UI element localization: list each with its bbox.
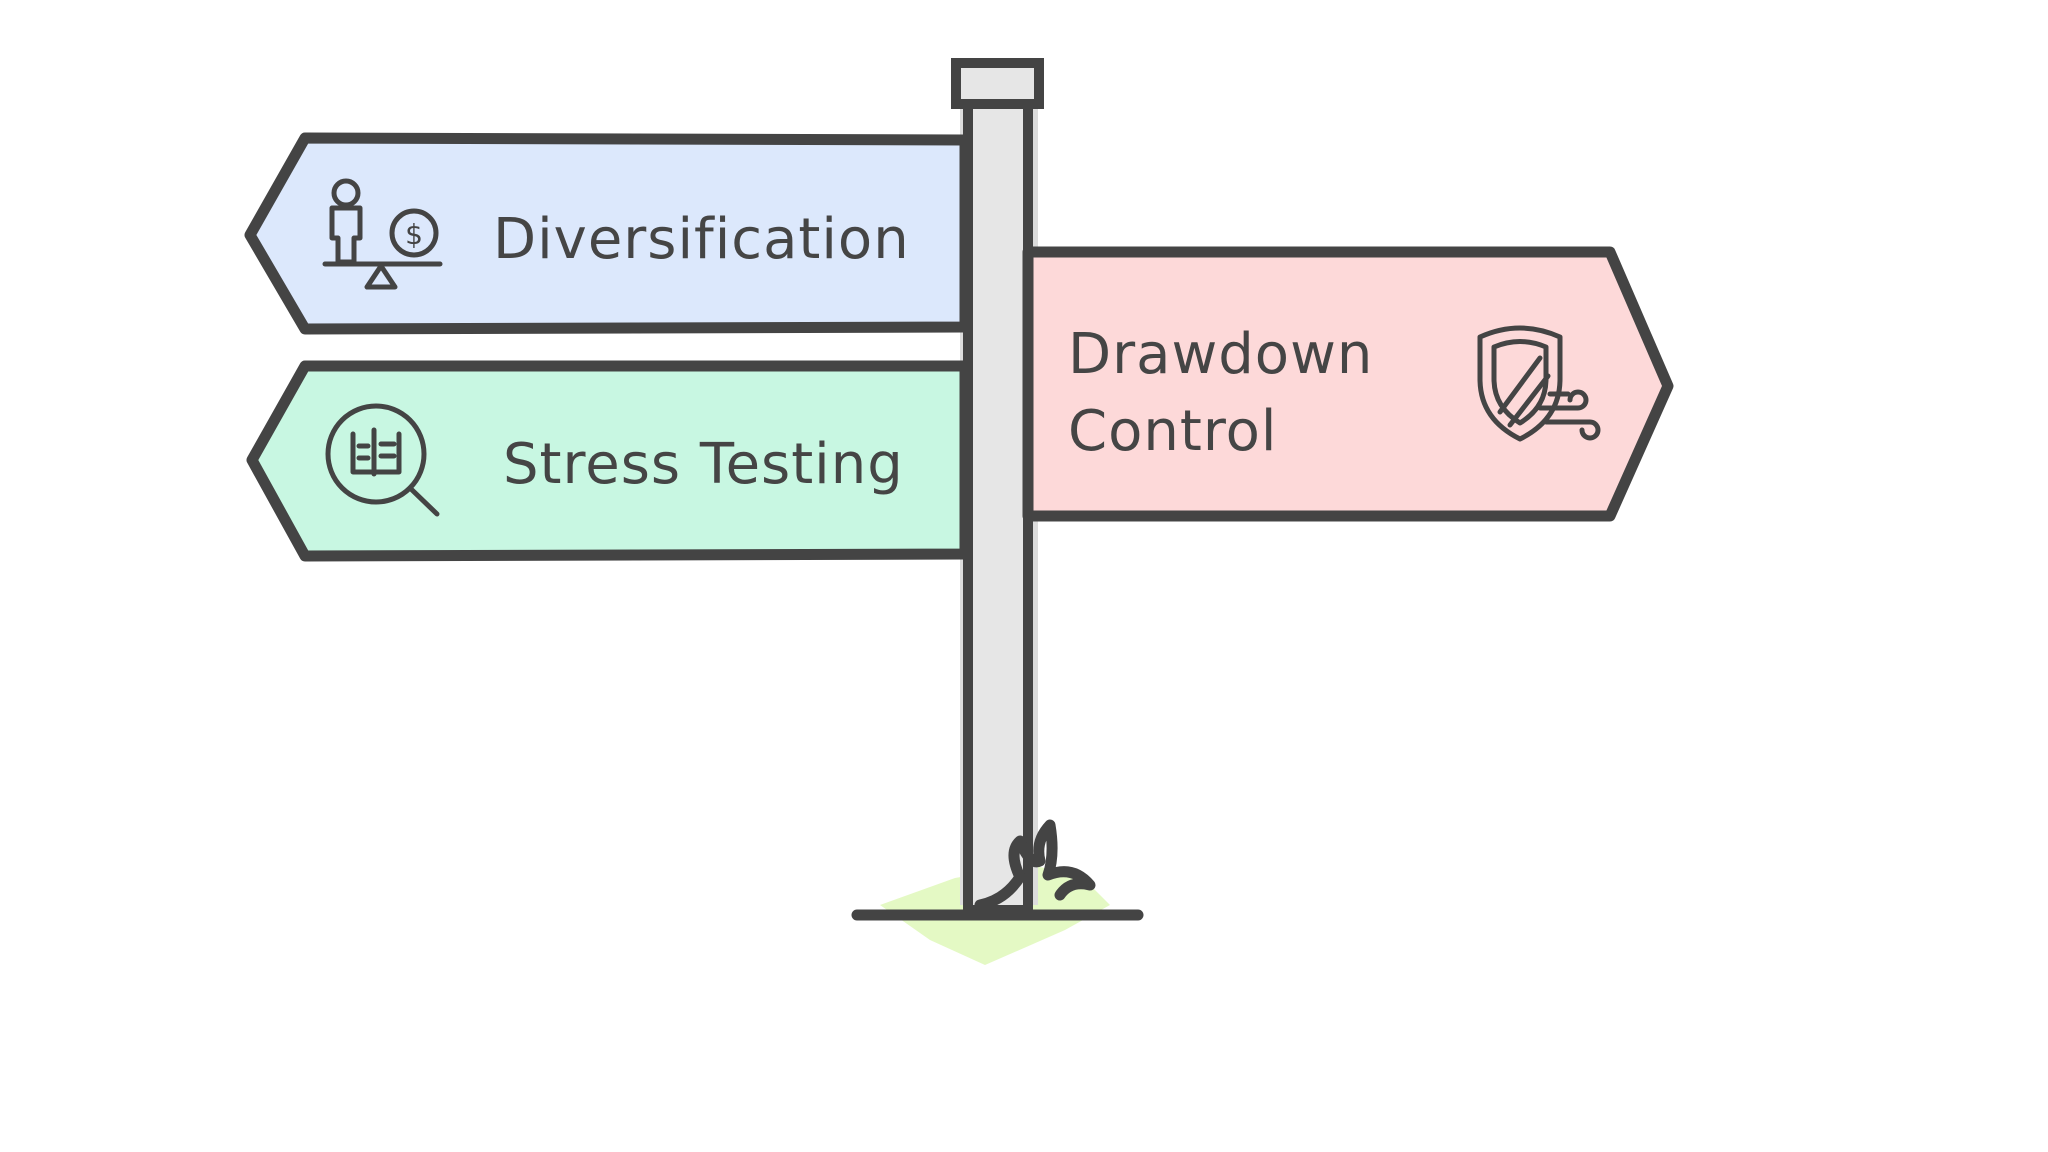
sign-drawdown-control-label-line-1: Drawdown (1068, 322, 1373, 387)
sign-drawdown-control-outline (1022, 246, 1674, 522)
sign-drawdown-control-fill (1028, 254, 1668, 514)
grass-tuft (974, 819, 1096, 911)
person-balance-scale-dollar-icon: $ (322, 178, 443, 290)
sign-stress-testing: Stress Testing (246, 360, 971, 562)
pole-cap (951, 58, 1044, 109)
sign-drawdown-control-label-line-2: Control (1068, 399, 1277, 464)
pole-body (963, 99, 1033, 915)
svg-text:$: $ (405, 218, 423, 251)
sign-diversification-fill (245, 140, 965, 327)
signpost-pole (951, 58, 1044, 915)
ground (851, 819, 1144, 921)
sign-stress-testing-label: Stress Testing (503, 432, 904, 497)
shield-wind-icon (1477, 325, 1601, 442)
sign-diversification-label: Diversification (493, 207, 910, 272)
sign-diversification: $ Diversification (244, 132, 971, 335)
sign-drawdown-control: Drawdown Control (1022, 246, 1674, 522)
magnifier-document-icon (325, 403, 440, 517)
